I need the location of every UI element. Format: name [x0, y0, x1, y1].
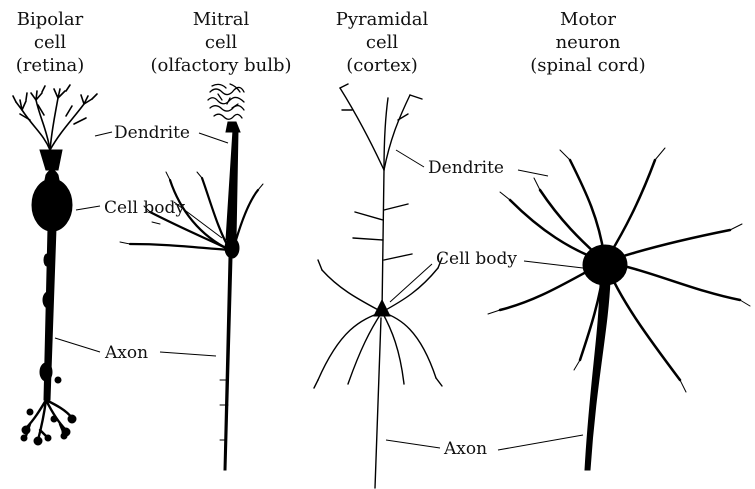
- pyramidal-title-line-3: (cortex): [322, 54, 442, 77]
- motor-title-line-2: neuron: [508, 31, 668, 54]
- mitral-title-line-2: cell: [143, 31, 299, 54]
- bipolar-title-line-2: cell: [0, 31, 100, 54]
- motor-title-line-1: Motor: [508, 8, 668, 31]
- axon-label-right: Axon: [444, 439, 487, 459]
- dendrite-label-left: Dendrite: [114, 123, 190, 143]
- dendrite-label-right: Dendrite: [428, 158, 504, 178]
- pyramidal-title-line-2: cell: [322, 31, 442, 54]
- mitral-title-line-3: (olfactory bulb): [143, 54, 299, 77]
- motor-title-line-3: (spinal cord): [508, 54, 668, 77]
- mitral-cell-title: Mitral cell (olfactory bulb): [143, 8, 299, 77]
- axon-label-left: Axon: [105, 343, 148, 363]
- pyramidal-cell-title: Pyramidal cell (cortex): [322, 8, 442, 77]
- bipolar-cell-drawing: [13, 85, 97, 445]
- mitral-title-line-1: Mitral: [143, 8, 299, 31]
- bipolar-cell-title: Bipolar cell (retina): [0, 8, 100, 77]
- pyramidal-cell-drawing: [314, 84, 442, 488]
- cell-body-label-left: Cell body: [104, 198, 185, 218]
- motor-neuron-drawing: [488, 148, 750, 470]
- bipolar-title-line-1: Bipolar: [0, 8, 100, 31]
- bipolar-title-line-3: (retina): [0, 54, 100, 77]
- cell-body-label-right: Cell body: [436, 249, 517, 269]
- pyramidal-title-line-1: Pyramidal: [322, 8, 442, 31]
- motor-neuron-title: Motor neuron (spinal cord): [508, 8, 668, 77]
- leader-lines: [55, 132, 583, 450]
